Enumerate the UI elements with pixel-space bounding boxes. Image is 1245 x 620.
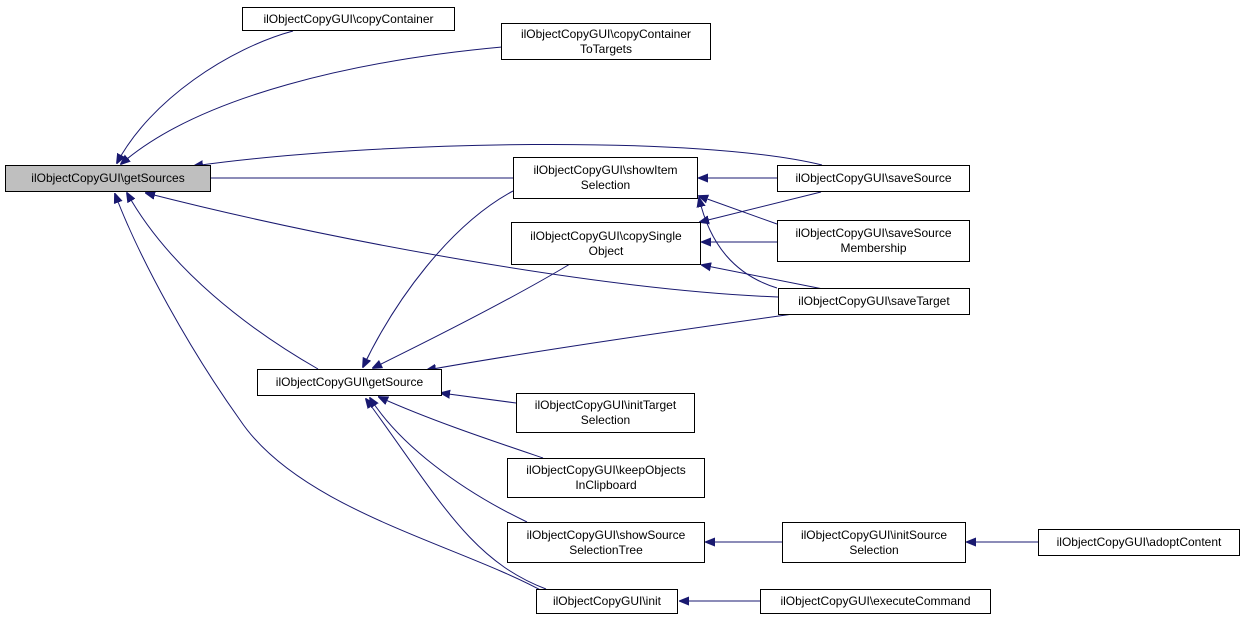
- edge-initTargetSelection-to-getSource: [441, 393, 517, 404]
- edge-saveSource-to-getSources: [194, 143, 823, 166]
- edge-saveSourceMembership-to-showItemSelection: [699, 196, 778, 225]
- node-init[interactable]: ilObjectCopyGUI\init: [536, 589, 678, 614]
- edge-showItemSelection-to-getSource: [363, 190, 514, 367]
- node-showSourceSelectionTree[interactable]: ilObjectCopyGUI\showSource SelectionTree: [507, 522, 705, 563]
- edge-saveTarget-to-copySingleObject: [702, 265, 824, 290]
- node-copyContainer[interactable]: ilObjectCopyGUI\copyContainer: [242, 7, 455, 31]
- edge-showSourceSelectionTree-to-getSource: [370, 398, 528, 523]
- node-getSource[interactable]: ilObjectCopyGUI\getSource: [257, 369, 442, 396]
- node-initTargetSelection[interactable]: ilObjectCopyGUI\initTarget Selection: [516, 393, 695, 433]
- node-keepObjectsInClipboard[interactable]: ilObjectCopyGUI\keepObjects InClipboard: [507, 458, 705, 498]
- node-saveTarget[interactable]: ilObjectCopyGUI\saveTarget: [778, 288, 970, 315]
- edge-keepObjectsInClipboard-to-getSource: [379, 397, 544, 459]
- node-saveSource[interactable]: ilObjectCopyGUI\saveSource: [777, 165, 970, 192]
- edge-copySingleObject-to-getSource: [373, 263, 571, 368]
- node-copySingleObject[interactable]: ilObjectCopyGUI\copySingle Object: [511, 222, 701, 265]
- node-copyContainerToTargets[interactable]: ilObjectCopyGUI\copyContainer ToTargets: [501, 23, 711, 60]
- edge-saveTarget-to-getSource: [427, 313, 794, 370]
- edge-copyContainer-to-getSources: [117, 30, 294, 163]
- node-showItemSelection[interactable]: ilObjectCopyGUI\showItem Selection: [513, 157, 698, 199]
- edge-init-to-getSource: [366, 399, 547, 590]
- node-executeCommand[interactable]: ilObjectCopyGUI\executeCommand: [760, 589, 991, 614]
- edge-saveTarget-to-showItemSelection: [699, 198, 778, 289]
- edge-getSource-to-getSources: [127, 193, 319, 370]
- node-getSources[interactable]: ilObjectCopyGUI\getSources: [5, 165, 211, 192]
- edge-saveSource-to-copySingleObject: [700, 191, 822, 222]
- edge-init-to-getSources: [115, 194, 547, 594]
- node-saveSourceMembership[interactable]: ilObjectCopyGUI\saveSource Membership: [777, 220, 970, 262]
- edge-saveTarget-to-getSources: [146, 193, 779, 298]
- node-adoptContent[interactable]: ilObjectCopyGUI\adoptContent: [1038, 529, 1240, 556]
- edge-copyContainerToTargets-to-getSources: [121, 46, 503, 164]
- node-initSourceSelection[interactable]: ilObjectCopyGUI\initSource Selection: [782, 522, 966, 563]
